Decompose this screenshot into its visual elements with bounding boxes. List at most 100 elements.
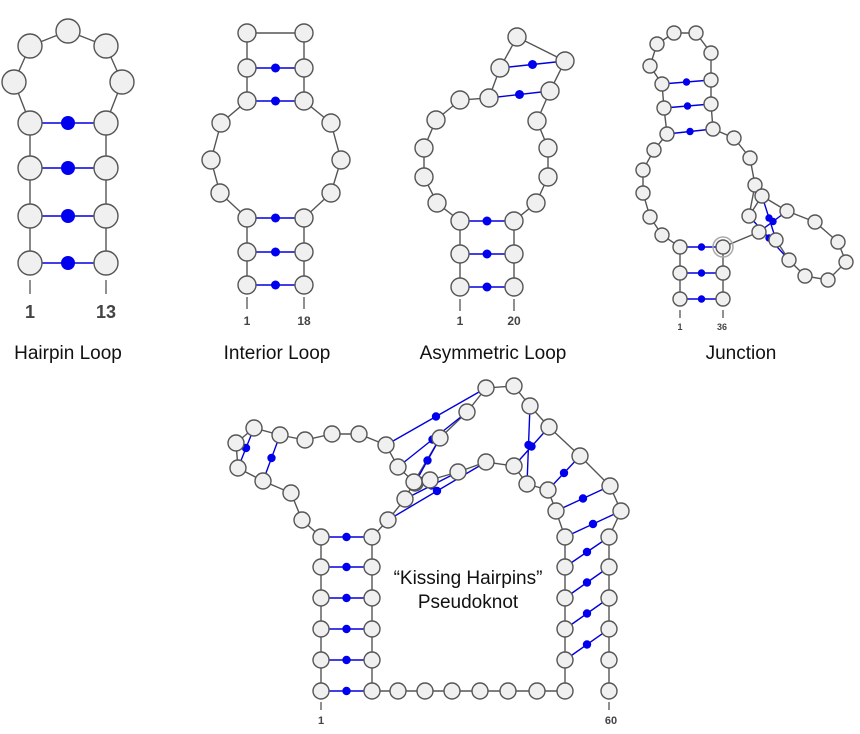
hairpin-nucleotide [93, 110, 119, 136]
asymmetric-nucleotide [490, 58, 510, 78]
nucleotide-layer [1, 18, 854, 700]
asymmetric-pair-dot [528, 60, 537, 69]
junction-end-label: 36 [717, 322, 727, 332]
pseudoknot-nucleotide [271, 426, 289, 444]
pseudoknot-nucleotide [600, 589, 618, 607]
pseudoknot-pair-dot [524, 440, 533, 450]
hairpin-nucleotide [93, 203, 119, 229]
pseudoknot-nucleotide [312, 528, 330, 546]
pseudoknot-nucleotide [377, 436, 395, 454]
interior-nucleotide [321, 183, 341, 203]
junction-nucleotide [747, 177, 763, 193]
junction-nucleotide [635, 185, 651, 201]
junction-nucleotide [715, 291, 731, 307]
pseudoknot-nucleotide [600, 620, 618, 638]
pseudoknot-pair-dot [582, 578, 592, 587]
asymmetric-nucleotide [414, 167, 434, 187]
pseudoknot-pair-dot [342, 532, 351, 542]
pseudoknot-pair-dot [582, 609, 592, 618]
hairpin-caption: Hairpin Loop [14, 343, 122, 364]
asymmetric-nucleotide [538, 138, 558, 158]
interior-start-label: 1 [244, 314, 251, 328]
junction-nucleotide [672, 239, 688, 255]
pseudoknot-nucleotide [600, 558, 618, 576]
pseudoknot-nucleotide [458, 403, 476, 421]
pseudoknot-nucleotide [312, 589, 330, 607]
junction-nucleotide [635, 162, 651, 178]
pseudoknot-nucleotide [396, 490, 414, 508]
pseudoknot-nucleotide [363, 682, 381, 700]
interior-pair-dot [271, 247, 280, 257]
pseudoknot-nucleotide [556, 528, 574, 546]
pseudoknot-pair-dot [582, 547, 592, 557]
interior-nucleotide [294, 208, 314, 228]
pseudoknot-nucleotide [571, 447, 589, 465]
pseudoknot-nucleotide [312, 651, 330, 669]
junction-pair-dot [682, 78, 691, 86]
interior-nucleotide [294, 242, 314, 262]
hairpin-pair-dot [61, 161, 75, 175]
asymmetric-nucleotide [538, 167, 558, 187]
pseudoknot-pair-dot [423, 456, 432, 465]
junction-nucleotide [742, 150, 758, 166]
junction-nucleotide [830, 234, 846, 250]
pseudoknot-nucleotide [245, 419, 263, 437]
junction-nucleotide [642, 58, 658, 74]
pseudoknot-pair-dot [342, 655, 351, 665]
junction-start-label: 1 [677, 322, 682, 332]
pseudoknot-caption-line1: “Kissing Hairpins” [394, 568, 543, 589]
pseudoknot-pair-dot [582, 640, 592, 649]
junction-nucleotide [654, 227, 670, 243]
hairpin-pair-dot [61, 209, 75, 223]
asymmetric-nucleotide [479, 88, 499, 108]
junction-pair-dot [697, 295, 706, 303]
asymmetric-nucleotide [450, 90, 470, 110]
interior-pair-dot [271, 213, 280, 223]
pseudoknot-nucleotide [312, 620, 330, 638]
interior-nucleotide [331, 150, 351, 170]
hairpin-start-label: 1 [25, 302, 35, 322]
interior-nucleotide [294, 58, 314, 78]
pseudoknot-nucleotide [363, 651, 381, 669]
pseudoknot-nucleotide [389, 682, 407, 700]
junction-nucleotide [703, 96, 719, 112]
interior-nucleotide [237, 242, 257, 262]
junction-highlight-ring [712, 236, 734, 258]
pseudoknot-nucleotide [600, 682, 618, 700]
pseudoknot-nucleotide [282, 484, 300, 502]
pseudoknot-pair-dot [588, 519, 598, 529]
pseudoknot-nucleotide [556, 589, 574, 607]
interior-nucleotide [294, 23, 314, 43]
asymmetric-nucleotide [426, 110, 446, 130]
pseudoknot-nucleotide [363, 589, 381, 607]
interior-nucleotide [237, 58, 257, 78]
pseudoknot-nucleotide [505, 377, 523, 395]
hairpin-nucleotide [93, 250, 119, 276]
junction-nucleotide [649, 36, 665, 52]
pseudoknot-nucleotide [477, 453, 495, 471]
asymmetric-nucleotide [450, 244, 470, 264]
junction-pair-dot [769, 217, 777, 226]
label-layer: 1 13 Hairpin Loop 1 18 Interior Loop 1 2… [14, 280, 776, 727]
interior-caption: Interior Loop [224, 343, 331, 364]
interior-end-label: 18 [297, 314, 311, 328]
junction-nucleotide [642, 209, 658, 225]
hairpin-nucleotide [17, 155, 43, 181]
interior-nucleotide [211, 113, 231, 133]
junction-nucleotide [726, 130, 742, 146]
pseudoknot-nucleotide [421, 471, 439, 489]
hairpin-nucleotide [55, 18, 81, 44]
junction-nucleotide [672, 291, 688, 307]
interior-nucleotide [294, 91, 314, 111]
junction-nucleotide [688, 25, 704, 41]
hairpin-end-label: 13 [96, 302, 116, 322]
pseudoknot-nucleotide [600, 651, 618, 669]
junction-nucleotide [781, 252, 797, 268]
interior-nucleotide [321, 113, 341, 133]
pseudoknot-nucleotide [556, 682, 574, 700]
pseudoknot-nucleotide [254, 472, 272, 490]
pseudoknot-nucleotide [556, 620, 574, 638]
pseudoknot-pair-dot [578, 494, 588, 503]
interior-pair-dot [271, 96, 280, 106]
